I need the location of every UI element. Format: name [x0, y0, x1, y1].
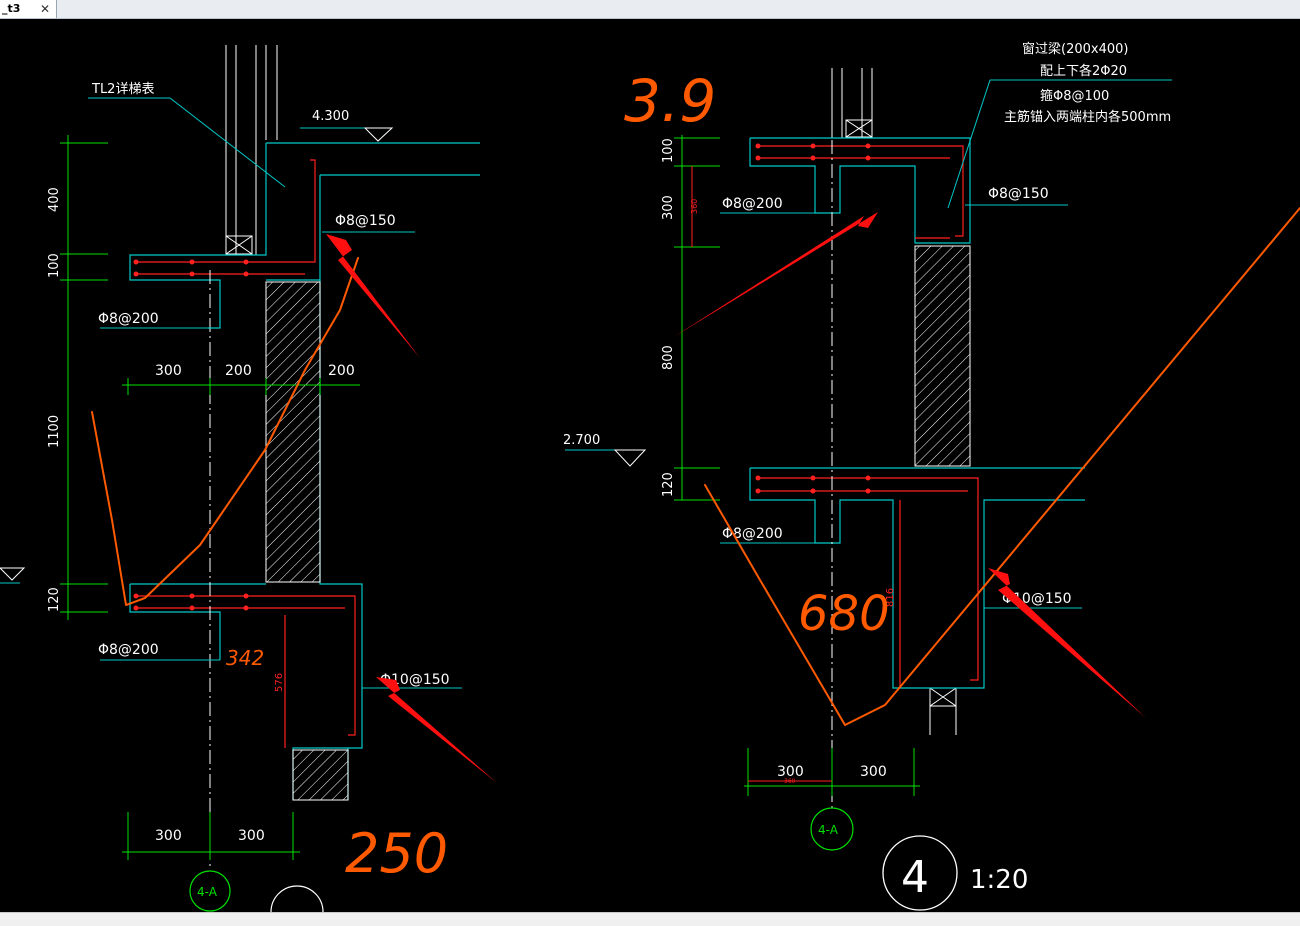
right-detail-number: 4 — [901, 852, 929, 903]
left-rebar-dots — [133, 259, 249, 611]
right-rebar-low-left: Φ8@200 — [722, 526, 783, 542]
right-dim-300a: 300 — [777, 764, 804, 780]
right-dim-800: 800 — [661, 345, 676, 370]
right-dim-red — [691, 166, 832, 782]
right-rebar-top-right: Φ8@150 — [988, 186, 1049, 202]
tab-bar: _t3 ✕ — [0, 0, 1300, 19]
tab-label: _t3 — [2, 2, 21, 15]
right-lintel-line2: 配上下各2Φ20 — [1040, 63, 1127, 79]
left-dim-300b: 300 — [155, 828, 182, 844]
right-dim-300: 300 — [661, 195, 676, 220]
handwritten-markup — [91, 207, 1300, 726]
left-detail: TL2详梯表 4.300 Φ8@150 Φ8@200 Φ8@200 Φ10@15… — [0, 45, 480, 912]
right-scale: 1:20 — [970, 865, 1028, 895]
arrow-icon — [326, 234, 420, 358]
handwritten-342: 342 — [226, 646, 264, 670]
right-dim-100: 100 — [661, 138, 676, 163]
right-dim-360: 360 — [690, 199, 699, 214]
right-dim-120: 120 — [661, 472, 676, 497]
right-detail: 窗过梁(200x400) 配上下各2Φ20 箍Φ8@100 主筋锚入两端柱内各5… — [563, 41, 1172, 911]
status-bar — [0, 912, 1300, 926]
right-hatch-wall — [914, 245, 971, 467]
right-dim-horizontal — [744, 748, 920, 796]
left-dim-300c: 300 — [238, 828, 265, 844]
left-beam-note: TL2详梯表 — [91, 82, 154, 97]
right-rebar-top-left: Φ8@200 — [722, 196, 783, 212]
left-axis-label: 4-A — [197, 885, 218, 899]
left-dim-100: 100 — [47, 253, 62, 278]
right-elevation: 2.700 — [563, 433, 600, 448]
right-detail-bubble — [882, 835, 958, 911]
left-upper-wall — [225, 45, 278, 255]
left-detail-bubble — [270, 885, 324, 912]
left-elevation-mark-lower — [0, 567, 26, 581]
right-upper-wall — [831, 68, 957, 735]
red-arrows — [326, 212, 1146, 783]
left-dim-horizontal — [122, 378, 360, 860]
left-rebar-mid: Φ8@200 — [98, 311, 159, 327]
handwritten-250: 250 — [345, 822, 448, 885]
left-hatch-wall-lower — [292, 749, 349, 801]
left-dim-vertical — [60, 135, 108, 620]
left-axis-bubble — [189, 870, 231, 912]
right-elevation-mark — [613, 449, 647, 467]
right-concrete-outline — [749, 137, 1085, 689]
right-rebar-dots — [755, 143, 871, 494]
right-axis-bubble — [810, 807, 854, 851]
left-dim-300a: 300 — [155, 363, 182, 379]
right-dim-small: 360 — [784, 778, 796, 785]
right-axis-label: 4-A — [818, 823, 839, 837]
handwritten-680: 680 — [798, 586, 890, 642]
left-dim-200a: 200 — [225, 363, 252, 379]
right-dim-vertical — [674, 135, 720, 501]
left-dim-1100: 1100 — [47, 415, 62, 448]
close-icon[interactable]: ✕ — [40, 2, 51, 16]
left-dim-200b: 200 — [328, 363, 355, 379]
left-elevation-mark — [363, 127, 394, 142]
left-leaders — [0, 97, 462, 689]
handwritten-3-9: 3.9 — [624, 67, 716, 135]
tab-drawing[interactable]: _t3 ✕ — [0, 0, 57, 18]
left-dim-120: 120 — [47, 587, 62, 612]
left-elevation: 4.300 — [312, 109, 349, 124]
left-rebar-top: Φ8@150 — [335, 213, 396, 229]
arrow-icon — [672, 212, 878, 338]
right-lintel-line3: 箍Φ8@100 — [1040, 88, 1109, 104]
right-lintel-title: 窗过梁(200x400) — [1022, 41, 1128, 57]
left-rebar-low: Φ8@200 — [98, 642, 159, 658]
arrow-icon — [988, 568, 1146, 718]
arrow-icon — [376, 677, 497, 783]
left-dim-400: 400 — [47, 187, 62, 212]
right-dim-816: 816 — [885, 588, 896, 607]
right-lintel-line4: 主筋锚入两端柱内各500mm — [1004, 109, 1171, 125]
right-dim-300b: 300 — [860, 764, 887, 780]
left-dim-576: 576 — [274, 673, 285, 692]
drawing-canvas[interactable]: TL2详梯表 4.300 Φ8@150 Φ8@200 Φ8@200 Φ10@15… — [0, 19, 1300, 912]
